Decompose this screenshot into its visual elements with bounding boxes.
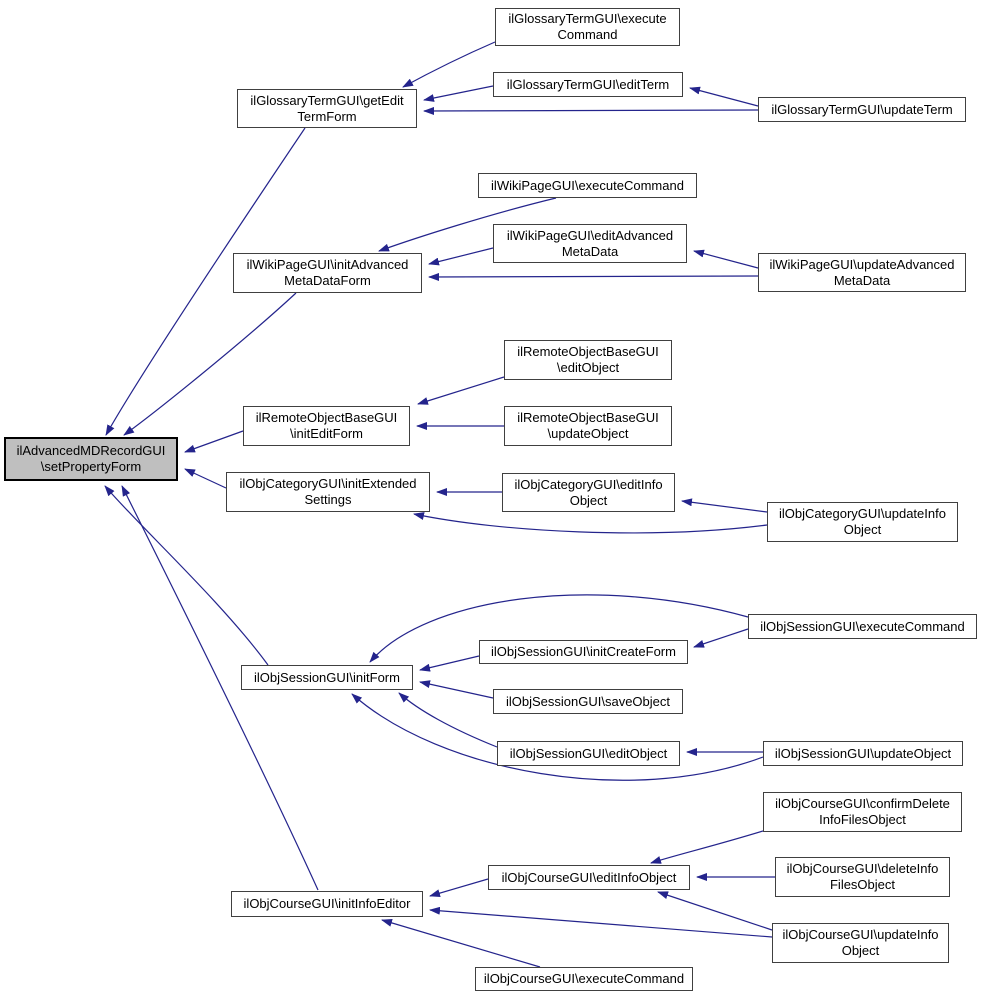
edge-course-updateinfo-to-editinfo bbox=[657, 891, 773, 931]
edge-glossary-execute-to-geteditform bbox=[402, 41, 496, 88]
node-label-line: ilObjCategoryGUI\initExtended bbox=[239, 476, 417, 491]
node-label-line: ilObjSessionGUI\initCreateForm bbox=[491, 644, 676, 659]
node-label-line: TermForm bbox=[297, 108, 357, 124]
node-remote-edit-object[interactable]: ilRemoteObjectBaseGUI \editObject bbox=[504, 340, 672, 380]
edge-glossary-editterm-to-geteditform bbox=[423, 85, 494, 102]
node-label-line: \updateObject bbox=[547, 426, 629, 441]
edge-session-initcreateform-to-initform bbox=[419, 655, 480, 672]
node-label-line: ilWikiPageGUI\editAdvanced bbox=[506, 227, 674, 243]
node-session-update-object[interactable]: ilObjSessionGUI\updateObject bbox=[763, 741, 963, 766]
node-wiki-init-advanced-metadata-form[interactable]: ilWikiPageGUI\initAdvanced MetaDataForm bbox=[233, 253, 422, 293]
node-label-line: ilObjSessionGUI\initForm bbox=[254, 669, 400, 685]
node-remote-update-object[interactable]: ilRemoteObjectBaseGUI \updateObject bbox=[504, 406, 672, 446]
node-label-line: ilObjCategoryGUI\updateInfo bbox=[779, 506, 946, 521]
node-label-line: Settings bbox=[304, 492, 352, 507]
node-label-line: ilObjSessionGUI\updateObject bbox=[774, 745, 952, 761]
node-label-line: ilObjCategoryGUI\editInfo bbox=[514, 476, 663, 492]
edge-course-updateinfo-to-initinfoeditor bbox=[429, 906, 773, 938]
node-label-line: ilObjCourseGUI\editInfoObject bbox=[501, 869, 677, 885]
node-category-init-extended-settings[interactable]: ilObjCategoryGUI\initExtended Settings bbox=[226, 472, 430, 512]
edge-session-saveobject-to-initform bbox=[419, 680, 494, 699]
node-label-line: ilAdvancedMDRecordGUI bbox=[16, 443, 166, 458]
node-wiki-execute-command[interactable]: ilWikiPageGUI\executeCommand bbox=[478, 173, 697, 198]
edge-initeditform-to-root bbox=[184, 430, 244, 453]
node-label-line: InfoFilesObject bbox=[819, 812, 906, 827]
node-remote-init-edit-form[interactable]: ilRemoteObjectBaseGUI \initEditForm bbox=[243, 406, 410, 446]
edge-session-initform-to-root bbox=[104, 485, 269, 666]
edge-category-updateinfo-to-editinfo bbox=[681, 498, 768, 513]
edge-glossary-updateterm-to-editterm bbox=[689, 86, 759, 107]
edge-session-editobject-to-initform bbox=[398, 692, 498, 748]
edge-session-execute-to-initcreateform bbox=[693, 628, 749, 648]
node-category-update-info-object[interactable]: ilObjCategoryGUI\updateInfo Object bbox=[767, 502, 958, 542]
node-course-update-info-object[interactable]: ilObjCourseGUI\updateInfo Object bbox=[772, 923, 949, 963]
node-label-line: ilGlossaryTermGUI\execute bbox=[508, 11, 667, 26]
edge-category-updateinfo-to-initext bbox=[413, 512, 768, 534]
node-label-line: \editObject bbox=[556, 360, 620, 375]
edge-initext-to-root bbox=[184, 468, 227, 489]
node-label-line: ilRemoteObjectBaseGUI bbox=[517, 410, 659, 425]
node-label-line: ilWikiPageGUI\initAdvanced bbox=[246, 257, 409, 272]
node-label-line: ilObjCourseGUI\updateInfo bbox=[782, 927, 939, 942]
node-session-execute-command[interactable]: ilObjSessionGUI\executeCommand bbox=[748, 614, 977, 639]
node-label-line: ilGlossaryTermGUI\getEdit bbox=[250, 92, 404, 108]
node-course-execute-command[interactable]: ilObjCourseGUI\executeCommand bbox=[475, 967, 693, 991]
node-glossary-execute-command[interactable]: ilGlossaryTermGUI\execute Command bbox=[495, 8, 680, 46]
node-label-line: Object bbox=[841, 943, 880, 958]
edge-remote-editobject-to-initeditform bbox=[417, 376, 505, 405]
node-session-init-form[interactable]: ilObjSessionGUI\initForm bbox=[241, 665, 413, 690]
edge-glossary-updateterm-to-geteditform bbox=[423, 106, 759, 115]
node-label-line: Object bbox=[569, 492, 608, 508]
node-label-line: ilObjCourseGUI\deleteInfo bbox=[786, 861, 939, 876]
edge-wiki-editadv-to-initadvform bbox=[428, 247, 494, 266]
node-label-line: ilWikiPageGUI\updateAdvanced bbox=[769, 256, 955, 272]
node-glossary-edit-term[interactable]: ilGlossaryTermGUI\editTerm bbox=[493, 72, 683, 97]
node-label-line: ilWikiPageGUI\executeCommand bbox=[491, 177, 684, 193]
node-label-line: FilesObject bbox=[829, 877, 896, 892]
node-glossary-update-term[interactable]: ilGlossaryTermGUI\updateTerm bbox=[758, 97, 966, 122]
node-label-line: Command bbox=[557, 27, 618, 42]
node-label-line: \initEditForm bbox=[290, 426, 363, 441]
node-course-delete-info-files-object[interactable]: ilObjCourseGUI\deleteInfo FilesObject bbox=[775, 857, 950, 897]
edge-wiki-updateadv-to-initadvform bbox=[428, 272, 759, 281]
node-glossary-get-edit-term-form[interactable]: ilGlossaryTermGUI\getEdit TermForm bbox=[237, 89, 417, 128]
node-label-line: ilRemoteObjectBaseGUI bbox=[255, 410, 398, 425]
node-label-line: \setPropertyForm bbox=[40, 459, 142, 474]
edge-course-confirmdelete-to-editinfo bbox=[650, 830, 764, 864]
edge-course-execute-to-initinfoeditor bbox=[381, 919, 541, 968]
node-label-line: ilObjSessionGUI\executeCommand bbox=[760, 618, 965, 634]
node-label-line: ilObjCourseGUI\executeCommand bbox=[483, 971, 685, 986]
node-course-confirm-delete-info-files-object[interactable]: ilObjCourseGUI\confirmDelete InfoFilesOb… bbox=[763, 792, 962, 832]
node-label-line: MetaData bbox=[833, 272, 891, 288]
node-label-line: ilObjCourseGUI\initInfoEditor bbox=[243, 896, 411, 911]
node-wiki-update-advanced-metadata[interactable]: ilWikiPageGUI\updateAdvanced MetaData bbox=[758, 253, 966, 292]
node-label-line: ilObjSessionGUI\saveObject bbox=[505, 693, 670, 709]
node-session-save-object[interactable]: ilObjSessionGUI\saveObject bbox=[493, 689, 683, 714]
node-session-init-create-form[interactable]: ilObjSessionGUI\initCreateForm bbox=[479, 640, 688, 664]
node-label-line: ilObjCourseGUI\confirmDelete bbox=[775, 796, 950, 811]
node-label-line: ilGlossaryTermGUI\updateTerm bbox=[771, 101, 953, 117]
node-label-line: ilRemoteObjectBaseGUI bbox=[517, 344, 659, 359]
node-course-edit-info-object[interactable]: ilObjCourseGUI\editInfoObject bbox=[488, 865, 690, 890]
node-course-init-info-editor[interactable]: ilObjCourseGUI\initInfoEditor bbox=[231, 891, 423, 917]
edge-course-editinfo-to-initinfoeditor bbox=[429, 878, 489, 898]
node-label-line: MetaData bbox=[561, 243, 619, 259]
node-label-line: ilObjSessionGUI\editObject bbox=[509, 745, 668, 761]
edge-wiki-updateadv-to-editadv bbox=[693, 249, 759, 269]
node-session-edit-object[interactable]: ilObjSessionGUI\editObject bbox=[497, 741, 680, 766]
node-category-edit-info-object[interactable]: ilObjCategoryGUI\editInfo Object bbox=[502, 473, 675, 512]
node-wiki-edit-advanced-metadata[interactable]: ilWikiPageGUI\editAdvanced MetaData bbox=[493, 224, 687, 263]
node-label-line: ilGlossaryTermGUI\editTerm bbox=[506, 76, 670, 92]
node-label-line: Object bbox=[843, 522, 882, 537]
node-label-line: MetaDataForm bbox=[284, 273, 371, 288]
node-root-set-property-form: ilAdvancedMDRecordGUI \setPropertyForm bbox=[4, 437, 178, 481]
